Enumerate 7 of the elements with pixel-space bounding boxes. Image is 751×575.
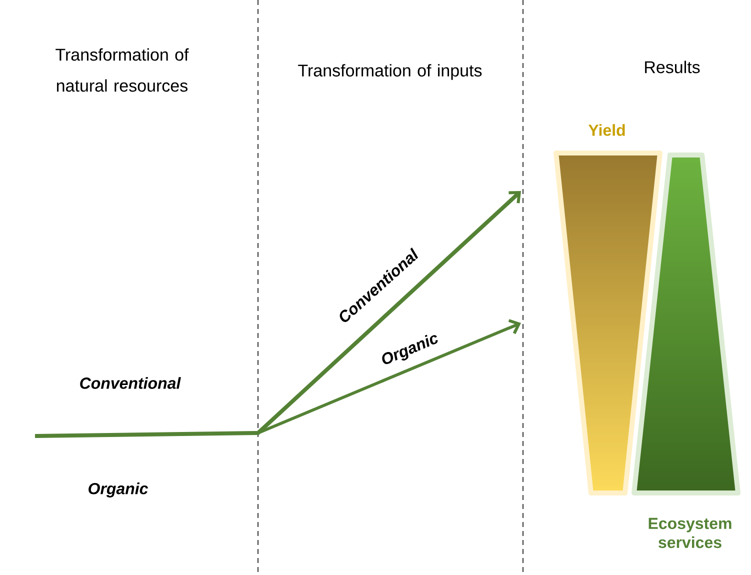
column-heading: Transformation of natural resources — [56, 48, 189, 92]
node-label: Yield — [588, 124, 625, 136]
node-label: Ecosystem services — [648, 518, 732, 548]
row-label: Organic — [88, 482, 148, 498]
column-heading: Transformation of inputs — [298, 64, 482, 80]
row-label: Conventional — [80, 377, 181, 389]
column-heading: Results — [645, 60, 700, 74]
